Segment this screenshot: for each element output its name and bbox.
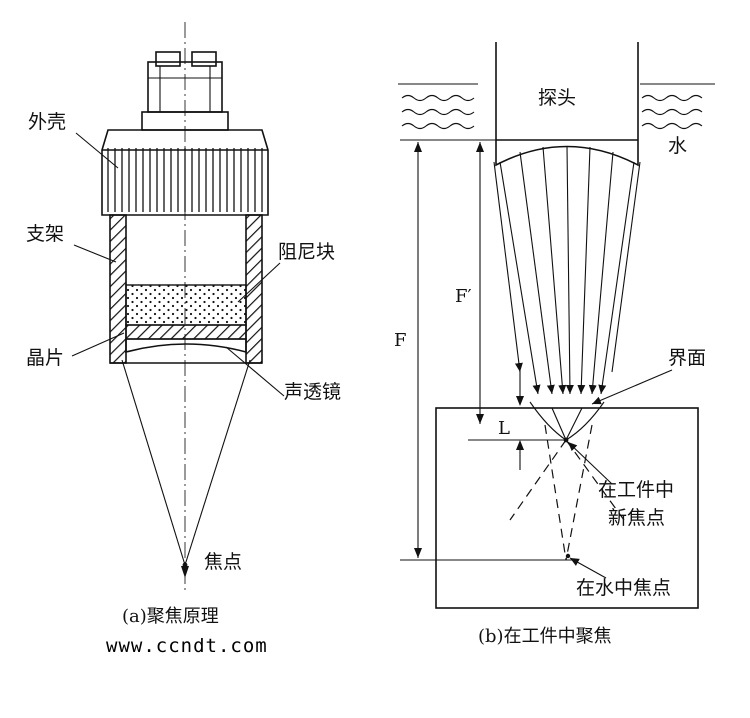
beam-left [121,359,186,566]
F-label: F [394,330,407,351]
water-focus-leader [569,557,607,579]
F-prime-label: F′ [455,286,472,307]
crystal-leader [71,332,125,357]
L-label: L [498,418,510,439]
damping-block [125,284,247,326]
F-dimension [414,142,422,558]
new-focus-leader [567,441,613,485]
water-focus-label: 在水中焦点 [576,577,671,599]
beam-right [184,359,251,566]
watermark: www.ccndt.com [106,635,268,657]
L-dimension [468,370,566,470]
workpiece [435,407,699,609]
dashed-rays [509,424,625,561]
damping-leader [237,262,281,303]
acoustic-lens [125,338,247,354]
crystal-label: 晶片 [26,347,64,369]
water-surface [398,83,715,130]
water-focus-point [565,553,571,559]
focus-label: 焦点 [204,551,242,573]
water-label: 水 [668,135,687,157]
caption-a: (a)聚焦原理 [122,606,219,627]
probe-label: 探头 [538,87,576,109]
beam-rays [493,145,641,441]
housing [101,129,269,216]
lens-leader [225,346,285,397]
F-prime-dimension [476,142,484,424]
crystal [125,324,247,340]
interface-leader [591,369,673,405]
bracket-leader [73,244,117,263]
acoustic-lens-label: 声透镜 [284,381,341,403]
right-focusing-in-workpiece: 探头 水 界面 F F′ L 在工件中 新焦点 在水中焦点 (b)在工件中聚焦 [394,42,715,647]
new-focus-label-line2: 新焦点 [608,507,665,529]
left-focusing-principle: 外壳 支架 阻尼块 晶片 声透镜 焦点 (a)聚焦原理 www.ccndt.co… [26,22,341,657]
housing-label: 外壳 [28,111,66,133]
damping-block-label: 阻尼块 [278,241,335,263]
bracket-label: 支架 [26,223,64,245]
interface-label: 界面 [668,347,706,369]
caption-b: (b)在工件中聚焦 [478,626,612,647]
new-focus-label-line1: 在工件中 [598,479,674,501]
housing-leader [75,132,119,169]
